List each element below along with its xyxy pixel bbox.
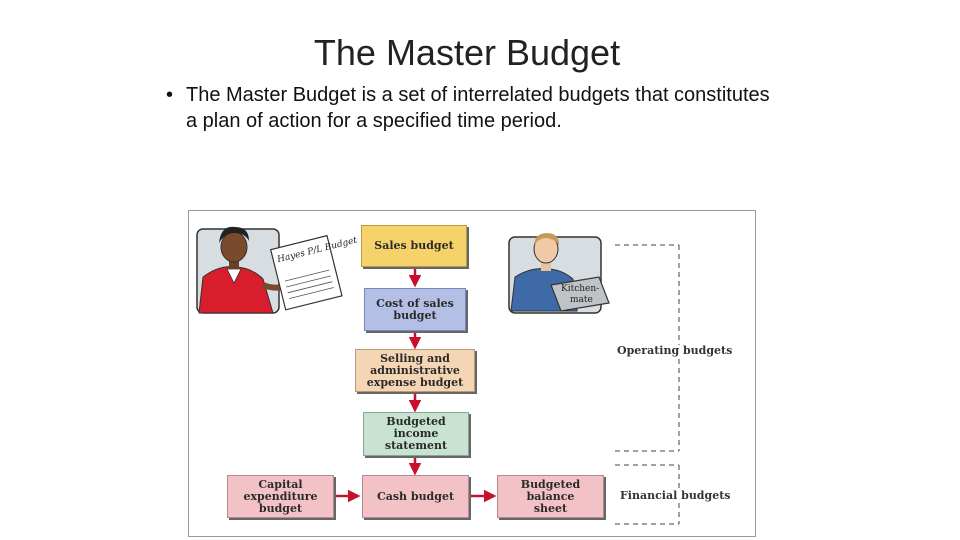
financial-bracket: [615, 464, 680, 525]
financial-budgets-label: Financial budgets: [620, 489, 731, 502]
box-budgeted-income-statement: Budgeted income statement: [363, 412, 469, 456]
budget-paper: Hayes P/L Budget: [269, 234, 359, 311]
diagram-graphics: Hayes P/L Budget Kitchen- mate: [196, 226, 680, 525]
master-budget-diagram: Hayes P/L Budget Kitchen- mate Sales bud…: [188, 210, 756, 537]
slide-title: The Master Budget: [313, 32, 621, 73]
box-sales-budget: Sales budget: [361, 225, 467, 267]
box-capital-expenditure-budget: Capital expenditure budget: [227, 475, 334, 518]
bullet-text: The Master Budget is a set of interrelat…: [186, 84, 770, 132]
laptop-text-line1: Kitchen-: [561, 284, 599, 294]
laptop-text: Kitchen- mate: [561, 284, 602, 305]
box-cash-budget: Cash budget: [362, 475, 469, 518]
operating-bracket: [615, 244, 680, 452]
box-cost-of-sales-budget: Cost of sales budget: [364, 288, 466, 331]
box-selling-admin-expense-budget: Selling and administrative expense budge…: [355, 349, 475, 392]
box-budgeted-balance-sheet: Budgeted balance sheet: [497, 475, 604, 518]
bullet-dot: •: [166, 84, 174, 106]
woman-with-budget-illustration: Hayes P/L Budget: [196, 226, 359, 314]
laptop-text-line2: mate: [570, 295, 593, 305]
operating-budgets-label: Operating budgets: [617, 344, 733, 357]
bullet-point: • The Master Budget is a set of interrel…: [166, 82, 786, 134]
man-with-laptop-illustration: Kitchen- mate: [508, 233, 610, 314]
